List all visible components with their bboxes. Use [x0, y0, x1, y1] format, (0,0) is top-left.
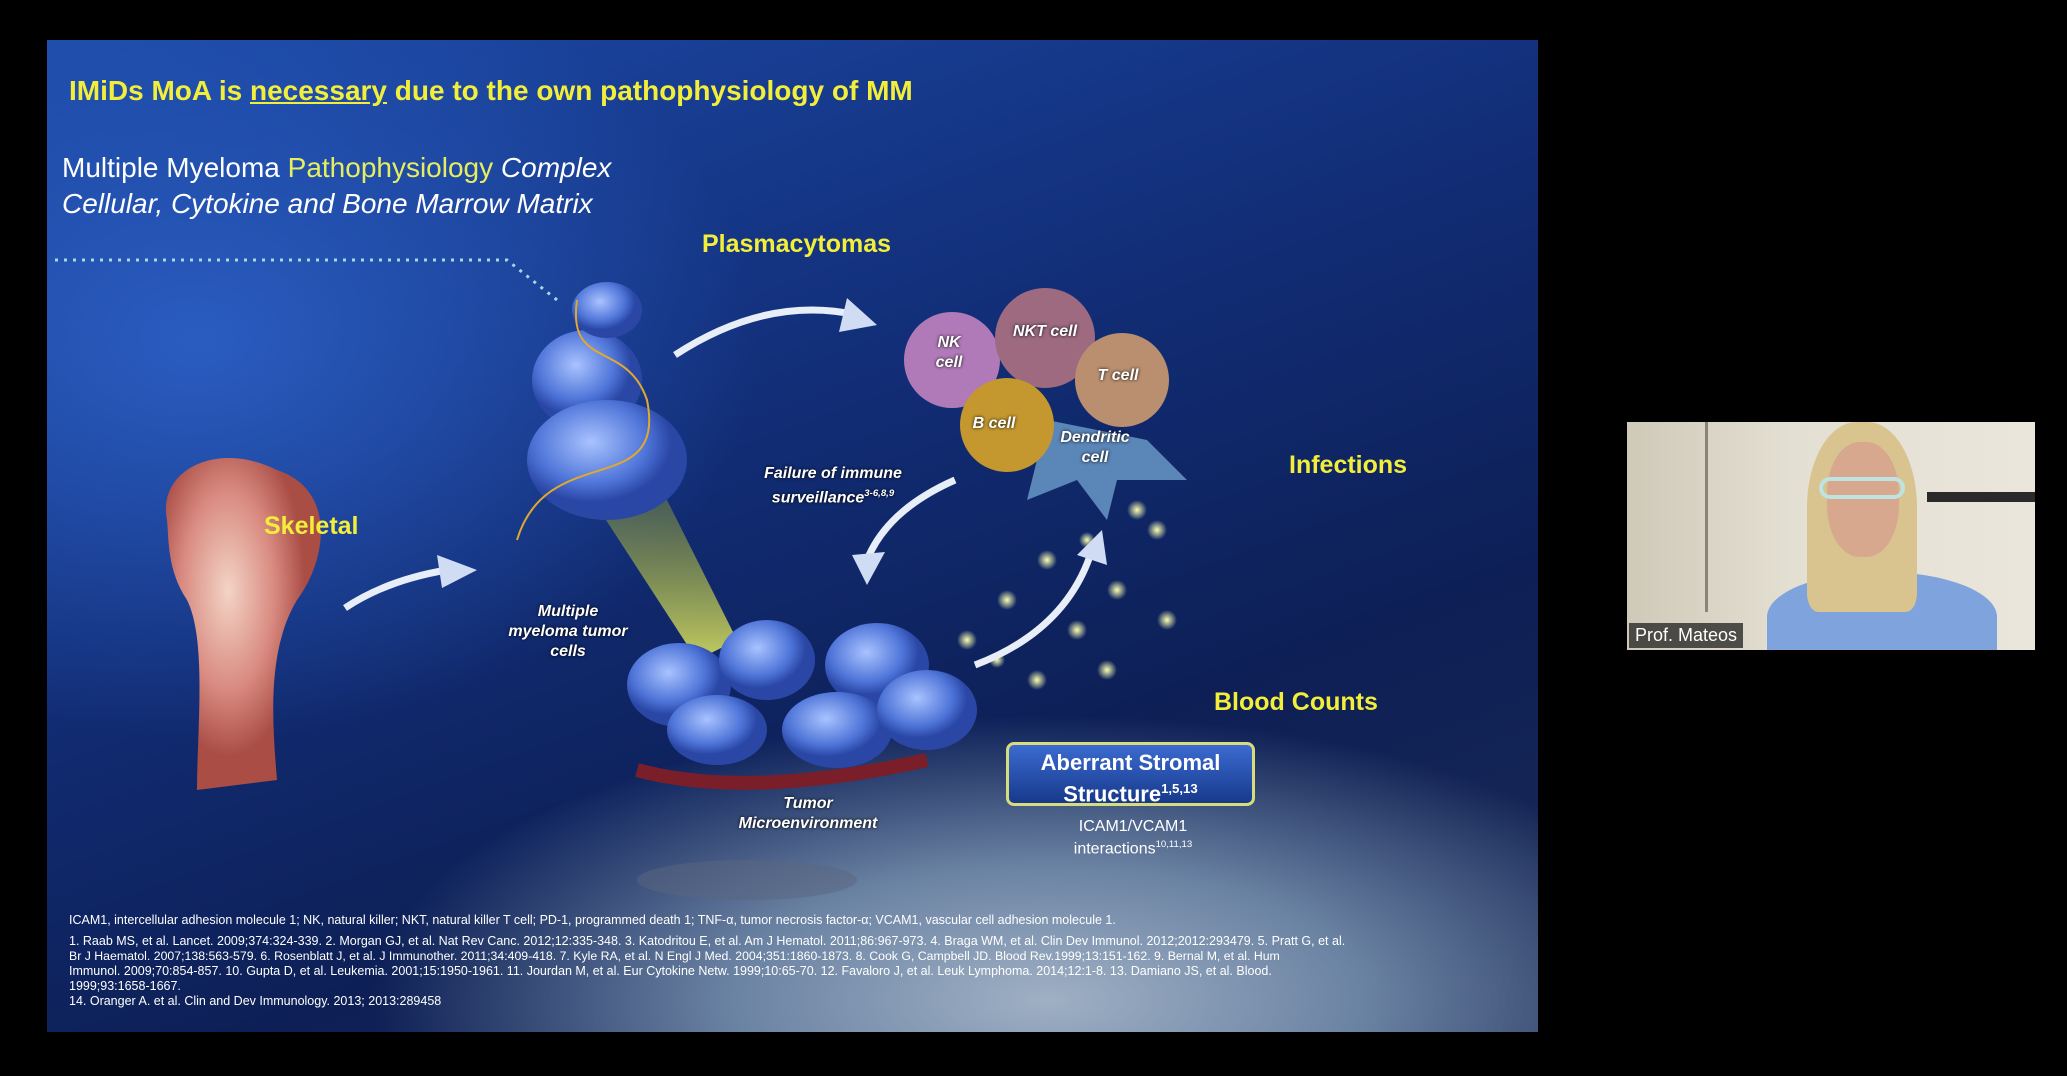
- bone-illustration: [165, 458, 321, 790]
- label-line: Tumor: [783, 795, 833, 812]
- slide-title: IMiDs MoA is necessary due to the own pa…: [69, 75, 913, 107]
- door-edge: [1705, 422, 1708, 612]
- slide-illustration: [55, 258, 1187, 900]
- box-line: Aberrant Stromal: [1040, 750, 1221, 775]
- footnote-reference: Immunol. 2009;70:854-857. 10. Gupta D, e…: [69, 964, 1272, 978]
- label-line: NK: [937, 334, 961, 351]
- dotted-callout-line: [55, 258, 558, 302]
- presentation-slide: IMiDs MoA is necessary due to the own pa…: [47, 40, 1538, 1032]
- tumor-cells: [627, 620, 977, 790]
- label-nkt-cell: NKT cell: [1012, 323, 1078, 340]
- label-plasmacytomas: Plasmacytomas: [702, 230, 892, 258]
- reference-superscript: 1,5,13: [1161, 781, 1198, 796]
- reference-superscript: 10,11,13: [1155, 839, 1193, 850]
- footnote-reference: Br J Haematol. 2007;138:563-579. 6. Rose…: [69, 949, 1280, 963]
- footnote-abbreviations: ICAM1, intercellular adhesion molecule 1…: [69, 913, 1116, 927]
- label-line: Microenvironment: [738, 815, 878, 832]
- title-underlined-word: necessary: [249, 75, 387, 106]
- shelf: [1927, 492, 2035, 502]
- subtitle-highlight: Pathophysiology: [287, 152, 494, 183]
- label-nk-cell: NK cell: [936, 333, 963, 373]
- subtitle-line-2: Cellular, Cytokine and Bone Marrow Matri…: [62, 188, 593, 219]
- subtitle-text: Multiple Myeloma: [62, 152, 288, 183]
- label-dendritic-cell: Dendritic cell: [1060, 428, 1129, 468]
- subtitle-text-end: Complex: [493, 152, 612, 183]
- reference-superscript: 3-6,8,9: [864, 488, 895, 499]
- label-line: cell: [935, 354, 963, 371]
- flow-arrows: [343, 306, 1096, 669]
- footnote-reference: 1. Raab MS, et al. Lancet. 2009;374:324-…: [69, 934, 1346, 948]
- person-face: [1827, 442, 1899, 557]
- subtitle-line-1: Multiple Myeloma Pathophysiology Complex: [62, 152, 611, 184]
- label-infections: Infections: [1289, 451, 1408, 479]
- label-blood-counts: Blood Counts: [1214, 688, 1378, 716]
- label-line: Dendritic: [1060, 429, 1130, 446]
- title-text: IMiDs MoA is: [69, 75, 250, 106]
- participant-video-tile[interactable]: Prof. Mateos: [1627, 422, 2035, 650]
- label-mm-tumor-cells: Multiple myeloma tumor cells: [508, 602, 627, 662]
- label-line: ICAM1/VCAM1: [1078, 818, 1188, 835]
- footnote-reference: 1999;93:1658-1667.: [69, 979, 181, 993]
- label-line: myeloma tumor: [508, 623, 628, 640]
- label-t-cell: T cell: [1097, 367, 1139, 384]
- immune-cells: [904, 288, 1187, 520]
- footnote-reference: 14. Oranger A. et al. Clin and Dev Immun…: [69, 994, 442, 1008]
- glasses: [1819, 477, 1905, 499]
- participant-name-label: Prof. Mateos: [1629, 623, 1744, 648]
- label-line: Multiple: [537, 603, 599, 620]
- box-line: Structure: [1063, 781, 1162, 807]
- label-line: surveillance: [771, 489, 865, 507]
- title-text-end: due to the own pathophysiology of MM: [387, 75, 913, 106]
- label-line: cells: [550, 643, 586, 660]
- label-failure-immune-surveillance: Failure of immune surveillance3-6,8,9: [764, 464, 902, 508]
- label-icam-vcam: ICAM1/VCAM1 interactions10,11,13: [1074, 818, 1192, 858]
- label-line: interactions: [1073, 840, 1156, 858]
- label-b-cell: B cell: [972, 415, 1016, 432]
- label-skeletal: Skeletal: [264, 512, 359, 540]
- label-line: cell: [1081, 449, 1109, 466]
- plasmacytoma-protein: [516, 282, 687, 541]
- label-line: Failure of immune: [764, 465, 902, 482]
